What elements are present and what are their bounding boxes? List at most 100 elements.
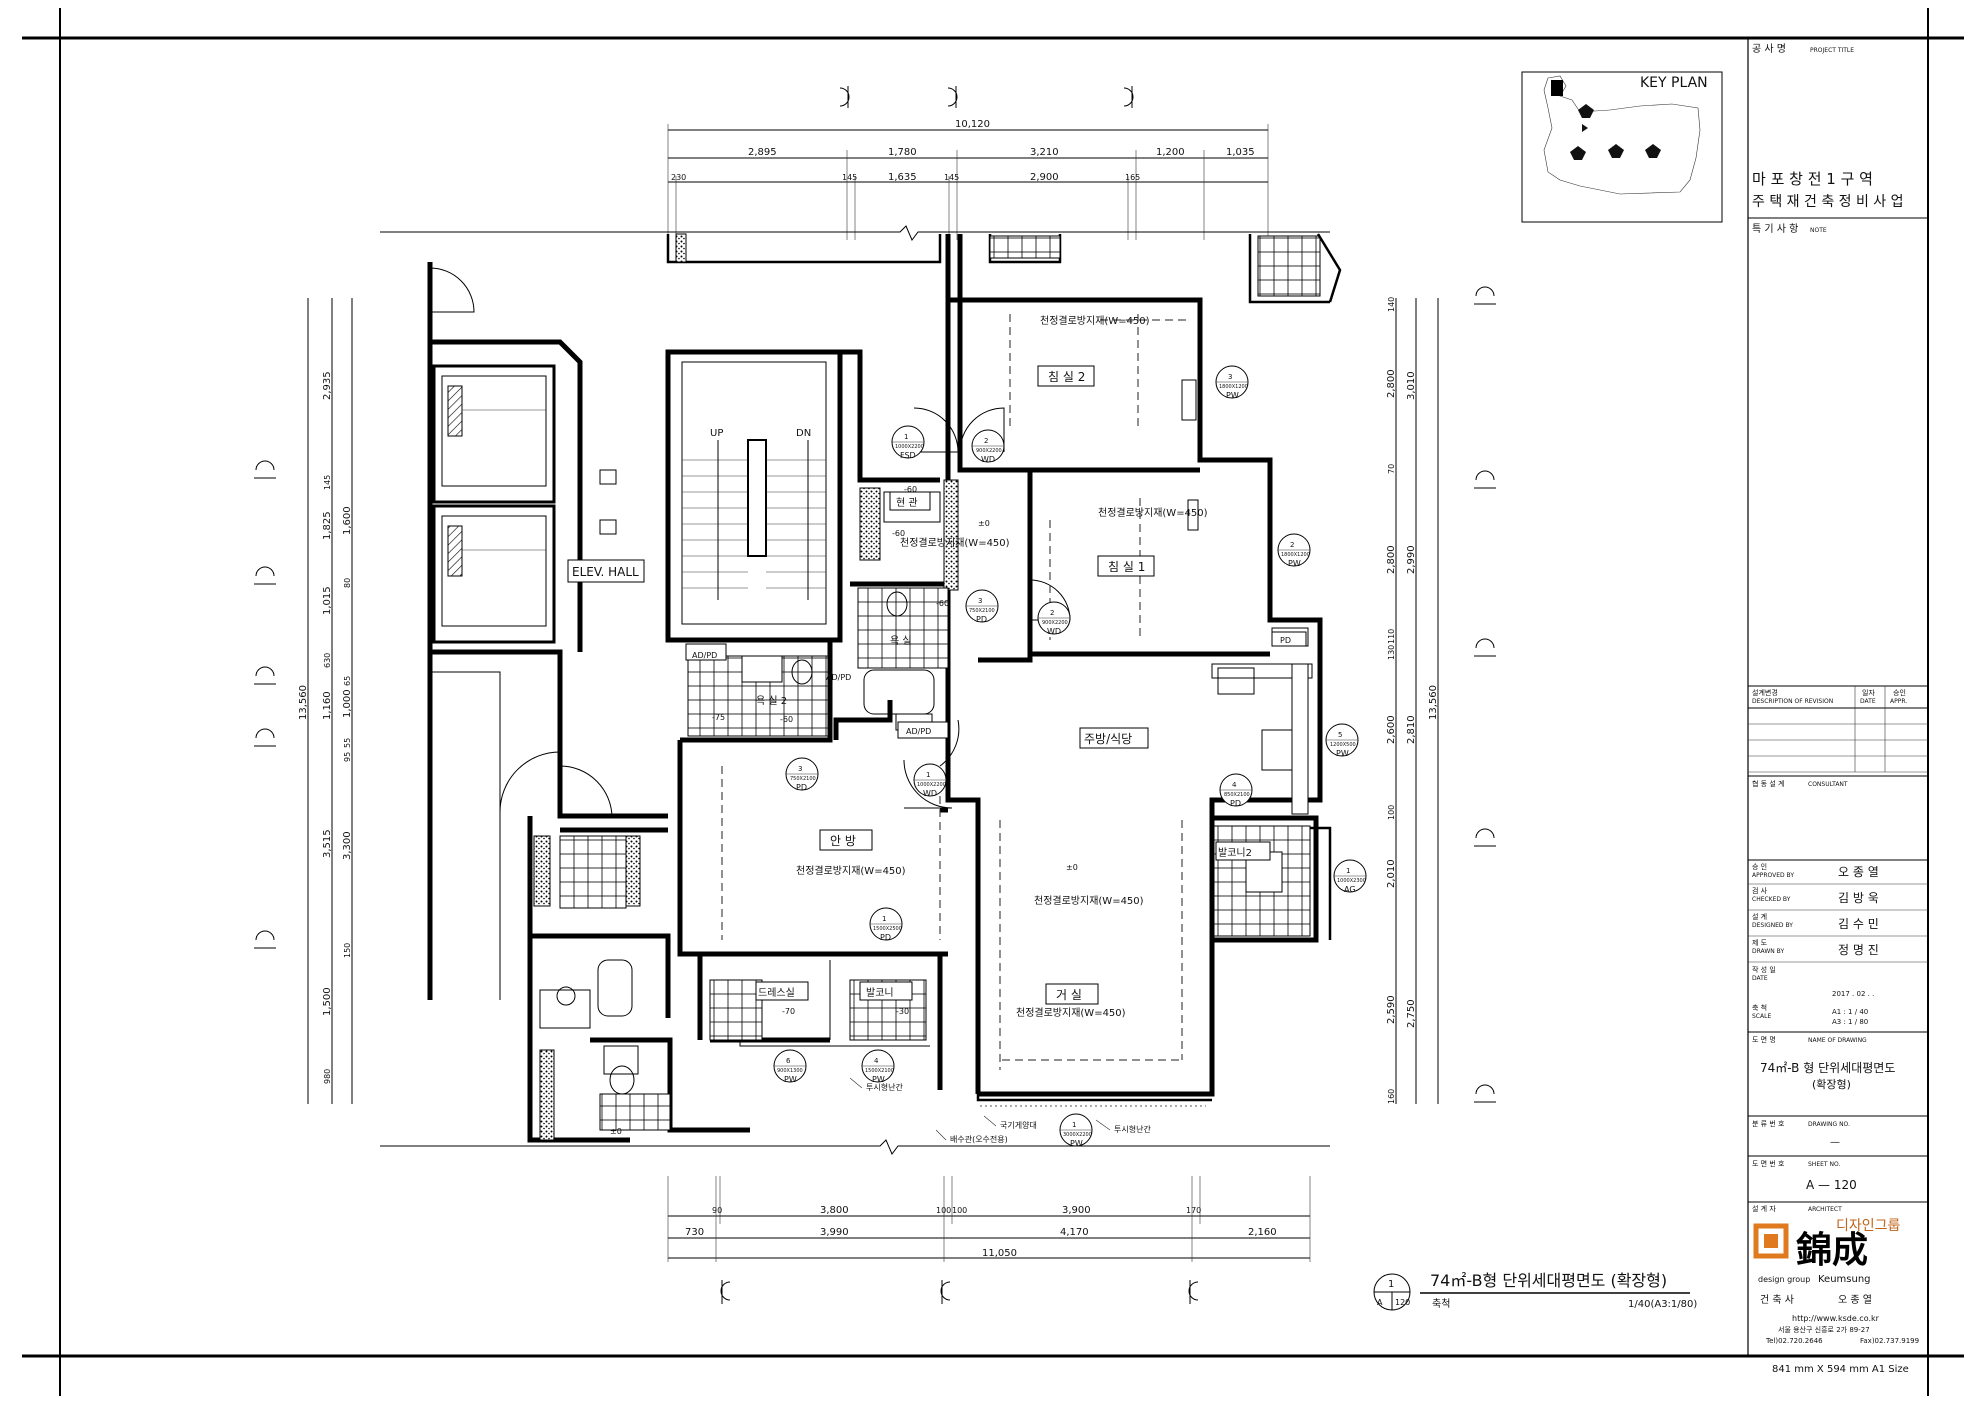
svg-text:ARCHITECT: ARCHITECT: [1808, 1206, 1842, 1213]
project-name-line1: 마 포 창 전 1 구 역: [1752, 170, 1873, 188]
svg-text:2: 2: [984, 437, 988, 445]
svg-text:2: 2: [1050, 609, 1054, 617]
svg-text:980: 980: [323, 1069, 332, 1084]
svg-text:3,010: 3,010: [1406, 371, 1417, 400]
tag-bubble: 4 850X2100 PD: [1219, 773, 1253, 808]
svg-text:3,300: 3,300: [342, 831, 353, 860]
svg-text:APPR.: APPR.: [1890, 698, 1907, 705]
svg-text:1: 1: [926, 771, 930, 779]
svg-text:DESCRIPTION OF REVISION: DESCRIPTION OF REVISION: [1752, 698, 1833, 705]
svg-text:70: 70: [1387, 464, 1396, 474]
svg-text:1000X2200: 1000X2200: [917, 782, 946, 788]
svg-text:FSD: FSD: [900, 451, 916, 460]
svg-text:NAME OF DRAWING: NAME OF DRAWING: [1808, 1037, 1867, 1044]
grid-bubbles-right: [1474, 286, 1496, 1103]
svg-text:Fax)02.737.9199: Fax)02.737.9199: [1860, 1337, 1919, 1345]
svg-text:김 수 민: 김 수 민: [1838, 917, 1879, 931]
svg-text:1,035: 1,035: [1226, 147, 1255, 158]
grid-bubbles-top: [839, 86, 1134, 108]
grid-bubbles-bottom: [720, 1280, 1199, 1304]
svg-text:건 축 사: 건 축 사: [1760, 1294, 1794, 1306]
plan-title: 1 A 120 74㎡-B형 단위세대평면도 (확장형) 축척 1/40(A3:…: [1373, 1271, 1697, 1311]
date-row: 작 성 일 DATE 2017 . 02 . .: [1752, 965, 1874, 998]
svg-text:4,170: 4,170: [1060, 1227, 1089, 1238]
svg-text:750X2100: 750X2100: [969, 608, 995, 614]
svg-text:작 성 일: 작 성 일: [1752, 965, 1776, 974]
svg-text:95: 95: [343, 752, 352, 762]
svg-text:AG: AG: [1344, 885, 1356, 894]
svg-text:PW: PW: [1070, 1139, 1083, 1148]
svg-text:11,050: 11,050: [982, 1248, 1017, 1259]
svg-text:오 종 열: 오 종 열: [1838, 1294, 1872, 1306]
dimensions-left: 13,560 2,935 145 1,825 1,600 80 1,015 63…: [254, 298, 353, 1104]
svg-text:10,120: 10,120: [955, 119, 990, 130]
svg-text:1: 1: [1388, 1279, 1394, 1290]
svg-text:—: —: [1830, 1137, 1840, 1148]
svg-text:1,635: 1,635: [888, 172, 917, 183]
svg-text:검 사: 검 사: [1752, 886, 1768, 895]
svg-text:AD/PD: AD/PD: [906, 727, 931, 736]
svg-text:3: 3: [798, 765, 802, 773]
svg-text:국기게양대: 국기게양대: [1000, 1120, 1037, 1130]
svg-text:APPROVED BY: APPROVED BY: [1752, 872, 1794, 879]
svg-text:±0: ±0: [1066, 863, 1078, 872]
svg-text:170: 170: [1186, 1206, 1201, 1215]
sheet-number: A — 120: [1806, 1178, 1857, 1192]
entry-door-swing: [913, 407, 959, 453]
svg-text:PW: PW: [872, 1075, 885, 1084]
svg-text:145: 145: [323, 475, 332, 490]
room-label: ELEV. HALL: [572, 565, 639, 579]
svg-text:PD: PD: [1230, 799, 1241, 808]
svg-text:3000X2200: 3000X2200: [1063, 1132, 1092, 1138]
room-label: 발코니: [866, 987, 894, 999]
svg-text:1,825: 1,825: [322, 511, 333, 540]
brand-mark: 錦成: [1796, 1230, 1868, 1271]
svg-text:PD: PD: [880, 933, 891, 942]
svg-text:A: A: [1377, 1298, 1383, 1307]
svg-text:1000X2200: 1000X2200: [895, 444, 924, 450]
svg-text:65: 65: [343, 676, 352, 686]
tag-bubble: 1 3000X2200 PW: [1059, 1113, 1093, 1148]
dimensions-top: 10,120 2,895 1,780 3,210 1,200 1,035 230…: [667, 86, 1269, 240]
svg-text:UP: UP: [710, 428, 723, 439]
svg-text:80: 80: [343, 578, 352, 588]
room-label: 침 실 2: [1048, 370, 1085, 384]
svg-text:13,560: 13,560: [298, 685, 309, 720]
key-plan-title: KEY PLAN: [1640, 75, 1708, 91]
svg-text:http://www.ksde.co.kr: http://www.ksde.co.kr: [1792, 1314, 1880, 1323]
svg-text:도 면 명: 도 면 명: [1752, 1035, 1776, 1044]
room-label: 욕 실: [890, 635, 912, 647]
svg-text:1800X1200: 1800X1200: [1219, 384, 1248, 390]
signoff-row: 검 사 CHECKED BY 김 방 욱: [1752, 886, 1879, 905]
drawing-name-line2: (확장형): [1812, 1078, 1851, 1091]
svg-text:투시형난간: 투시형난간: [1114, 1124, 1151, 1134]
svg-text:2,800: 2,800: [1386, 545, 1397, 574]
room-label: 현 관: [896, 497, 918, 509]
svg-text:150: 150: [343, 943, 352, 958]
svg-text:디자인그룹: 디자인그룹: [1836, 1218, 1901, 1234]
svg-text:1800X1200: 1800X1200: [1281, 552, 1310, 558]
svg-text:230: 230: [671, 173, 686, 182]
svg-text:160: 160: [1387, 1089, 1396, 1104]
svg-text:DN: DN: [796, 428, 811, 439]
svg-text:2,590: 2,590: [1386, 995, 1397, 1024]
svg-text:5: 5: [1338, 731, 1342, 739]
svg-text:DATE: DATE: [1752, 975, 1768, 982]
dimensions-bottom: 90 3,800 100 100 3,900 170 730 3,990 4,1…: [667, 1176, 1311, 1304]
svg-text:900X2200: 900X2200: [1042, 620, 1068, 626]
svg-text:1,600: 1,600: [342, 506, 353, 535]
svg-text:design group: design group: [1758, 1275, 1810, 1284]
svg-text:협 동 설 계: 협 동 설 계: [1752, 779, 1784, 788]
svg-text:천정결로방지재(W=450): 천정결로방지재(W=450): [1098, 507, 1208, 519]
paper-size: 841 mm X 594 mm A1 Size: [1772, 1364, 1909, 1375]
svg-text:PD: PD: [1280, 636, 1291, 645]
svg-text:-30: -30: [896, 1007, 909, 1016]
svg-text:분 류 번 호: 분 류 번 호: [1752, 1119, 1785, 1128]
svg-text:설계변경: 설계변경: [1752, 688, 1778, 697]
svg-text:-60: -60: [904, 485, 917, 494]
svg-text:850X2100: 850X2100: [1224, 792, 1250, 798]
tag-bubble: 3 750X2100 PD: [965, 589, 999, 624]
project-name-line2: 주 택 재 건 축 정 비 사 업: [1752, 194, 1904, 210]
room-labels: 침 실 2 침 실 1 현 관 욕 실 욕 실 2 안 방 주방/식당 거 실 …: [572, 365, 1271, 1005]
